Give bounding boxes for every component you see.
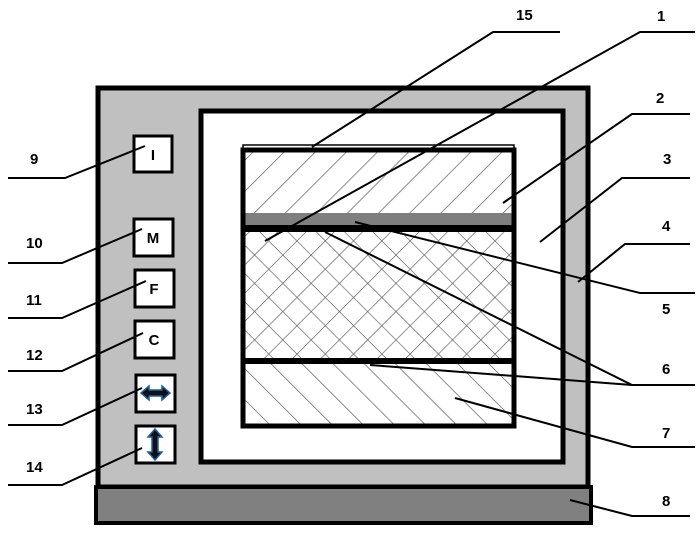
ref-label-9: 9: [30, 151, 38, 168]
lower-hatched-layer: [243, 364, 514, 425]
gray-strip: [243, 213, 514, 225]
svg-text:F: F: [149, 281, 158, 298]
button-f[interactable]: F: [133, 268, 176, 309]
button-horizontal[interactable]: [134, 373, 177, 414]
ref-label-1: 1: [657, 8, 665, 25]
layer-stack: [240, 144, 517, 429]
ref-label-5: 5: [662, 301, 670, 318]
horizontal-arrow-icon: [139, 384, 172, 402]
ref-label-6: 6: [662, 361, 670, 378]
ref-label-8: 8: [662, 493, 670, 510]
button-i[interactable]: I: [132, 134, 174, 174]
svg-text:C: C: [149, 332, 160, 349]
upper-hatched-layer: [243, 150, 514, 213]
ref-label-7: 7: [662, 425, 670, 442]
button-m[interactable]: M: [132, 217, 175, 258]
ref-label-11: 11: [26, 292, 42, 309]
ref-label-13: 13: [26, 401, 43, 418]
ref-label-15: 15: [516, 7, 533, 24]
crosshatched-layer: [243, 232, 514, 358]
ref-label-2: 2: [656, 90, 664, 107]
black-separator-lower: [243, 358, 514, 364]
leader-lines: [8, 31, 695, 517]
ref-label-4: 4: [662, 218, 671, 235]
svg-text:M: M: [147, 230, 160, 247]
ref-label-12: 12: [26, 347, 43, 364]
svg-text:I: I: [151, 147, 155, 164]
ref-label-10: 10: [26, 235, 43, 252]
vertical-arrow-icon: [146, 427, 164, 462]
ref-label-14: 14: [26, 459, 43, 476]
stack-outline: [240, 147, 517, 429]
button-c[interactable]: C: [133, 319, 176, 360]
base-bar: [94, 485, 593, 525]
button-vertical[interactable]: [134, 424, 177, 465]
ref-label-3: 3: [663, 151, 671, 168]
